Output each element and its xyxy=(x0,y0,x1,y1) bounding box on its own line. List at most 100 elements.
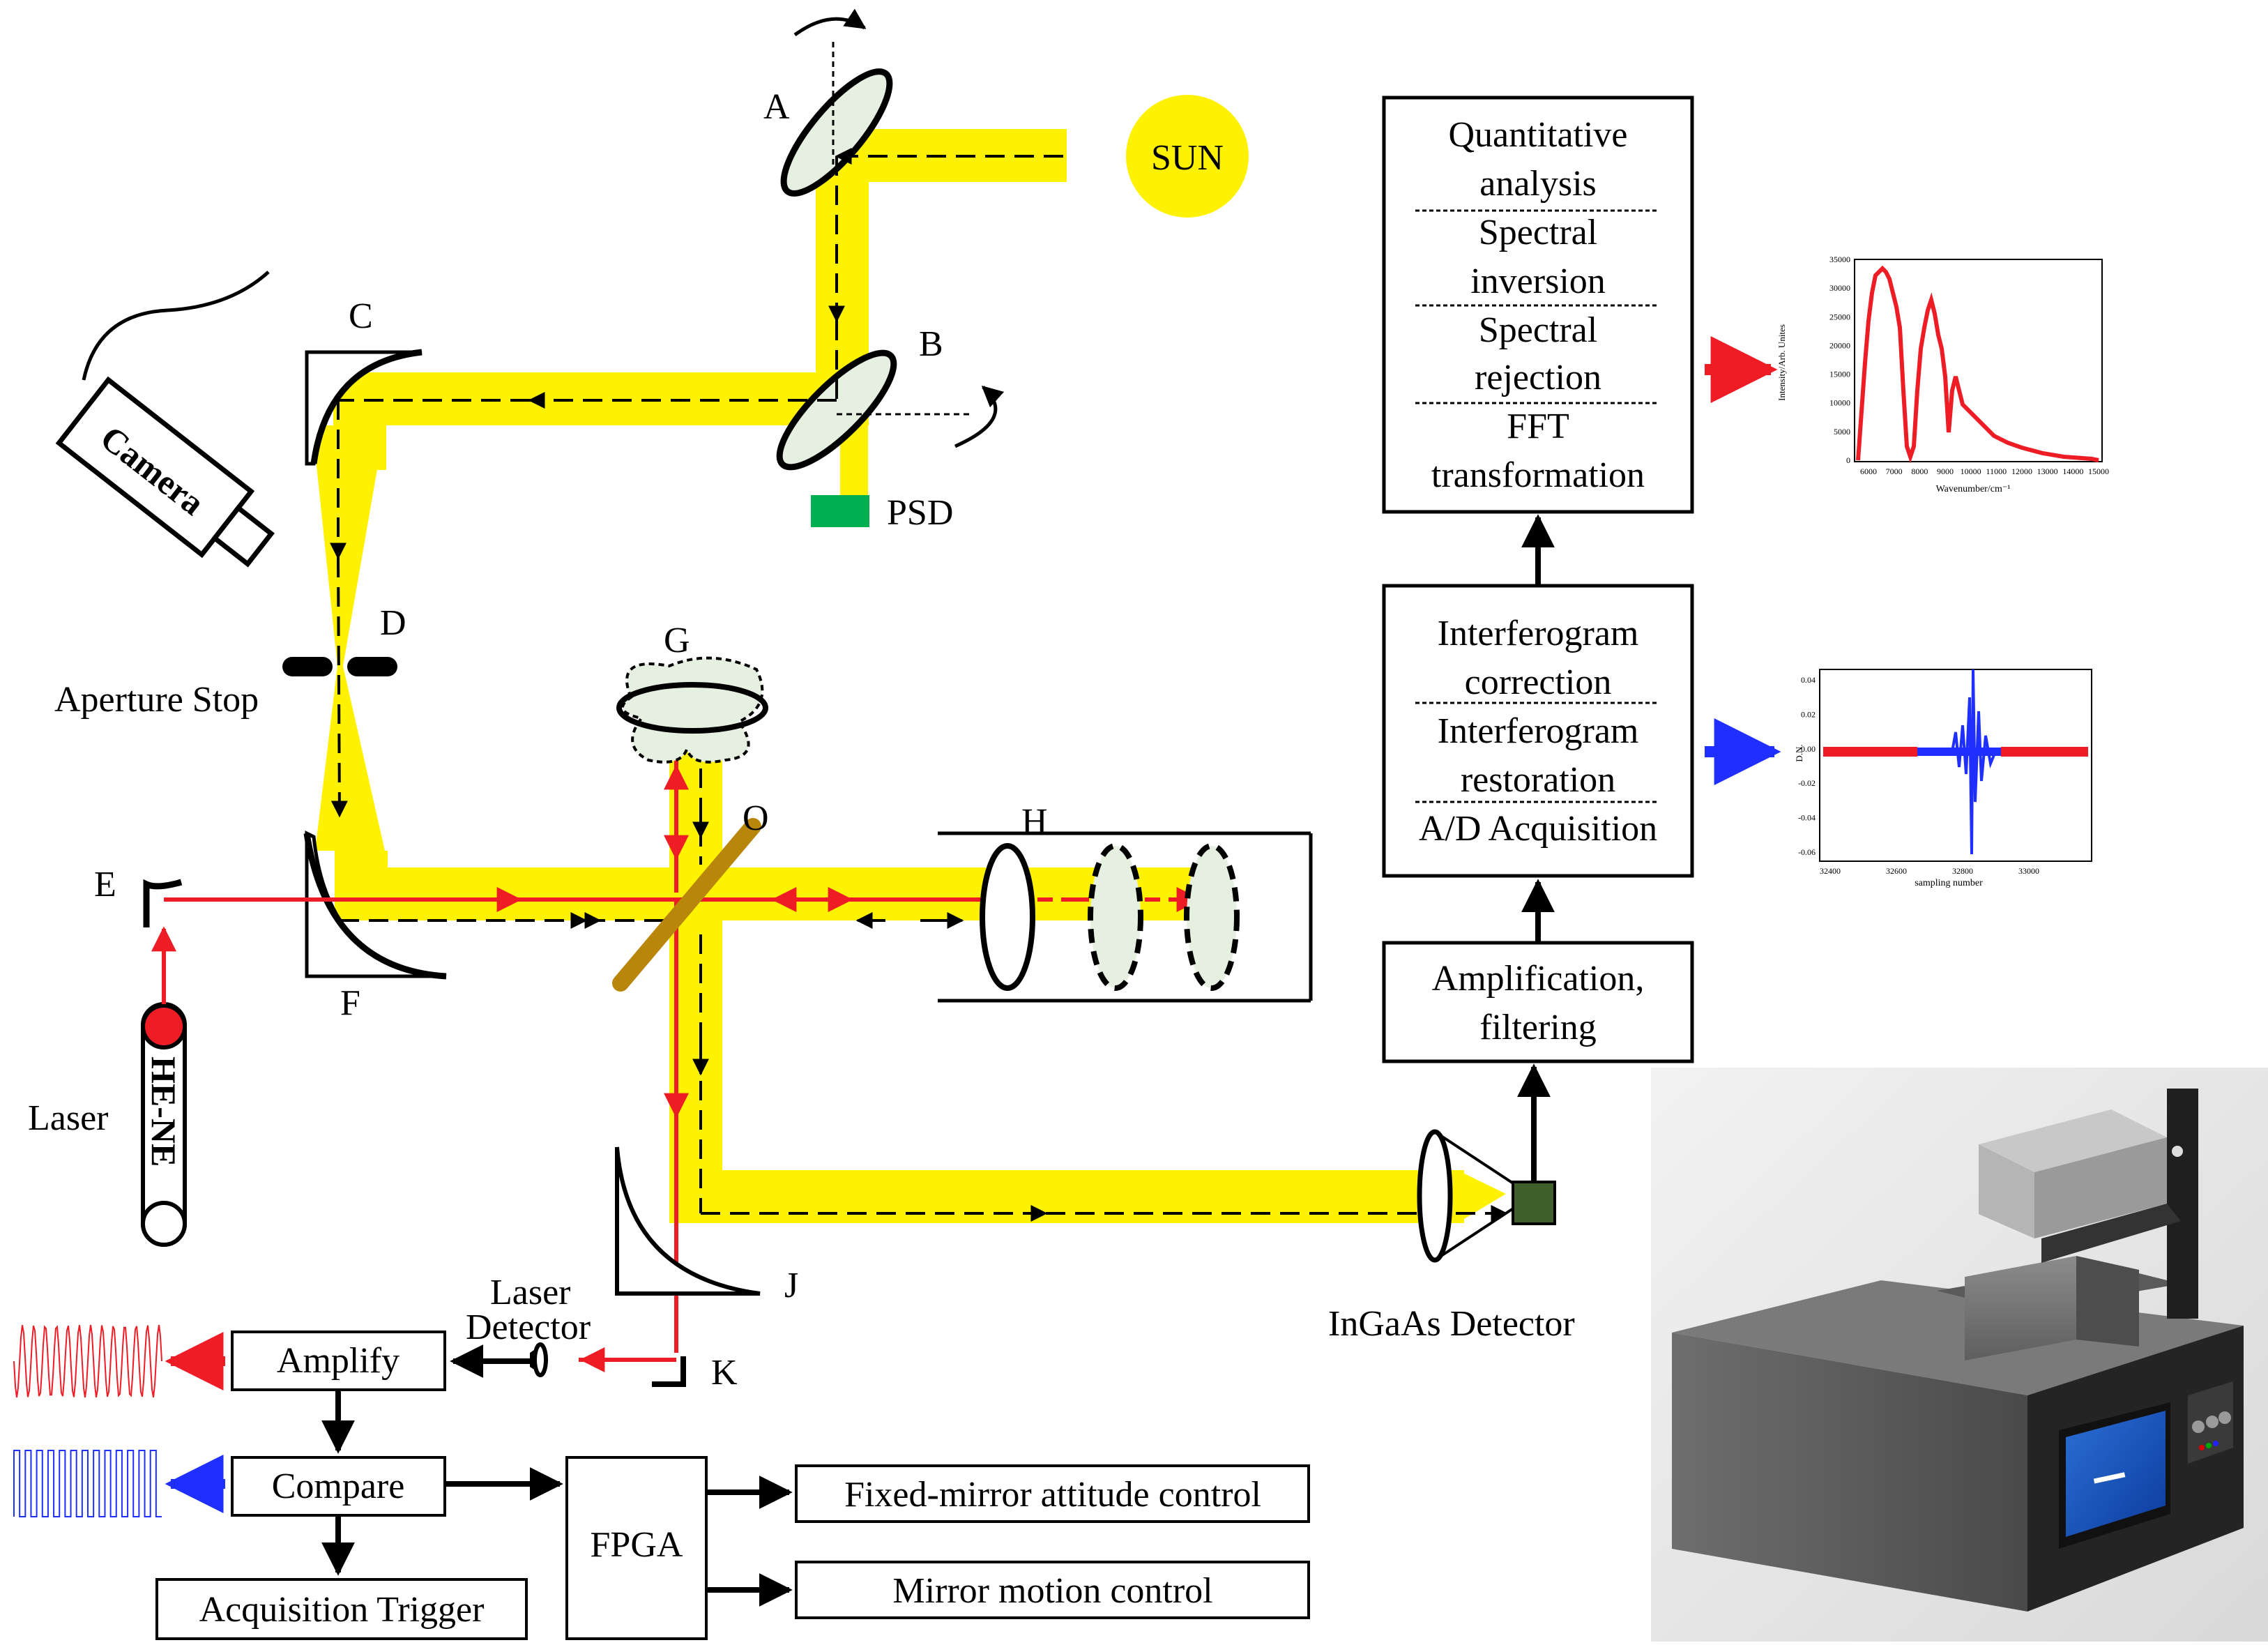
proc-line-3: Spectral xyxy=(1479,213,1597,252)
intf-line-5: A/D Acquisition xyxy=(1419,809,1657,849)
mirror-motion-box: Mirror motion control xyxy=(795,1561,1310,1619)
intf-xticks-label: 32800 xyxy=(1952,866,1973,876)
laser-label: Laser xyxy=(28,1098,108,1138)
acquisition-trigger-label: Acquisition Trigger xyxy=(199,1590,485,1630)
spec-yticks-label: 20000 xyxy=(1829,340,1850,350)
label-h: H xyxy=(1021,802,1048,842)
ingaas-label: InGaAs Detector xyxy=(1328,1304,1575,1344)
intf-yticks-label: 0.04 xyxy=(1801,675,1816,685)
interferogram-box: Interferogram correction Interferogram r… xyxy=(1382,584,1694,878)
fpga-box: FPGA xyxy=(565,1456,708,1640)
intf-yticks-label: -0.02 xyxy=(1798,778,1816,788)
proc-line-4: inversion xyxy=(1470,261,1606,301)
intf-yticks-label: -0.06 xyxy=(1798,847,1816,857)
label-g: G xyxy=(664,621,690,660)
beamsplitter-o: O xyxy=(612,798,769,992)
interferogram-ylabel: D.N. xyxy=(1794,744,1804,761)
interferogram-plot: D.N. sampling number 0.040.020.00-0.02-0… xyxy=(1794,669,2092,888)
amplify-box: Amplify xyxy=(231,1331,446,1391)
spec-xticks-label: 15000 xyxy=(2088,467,2109,476)
mirror-b: B xyxy=(776,324,1005,471)
intf-line-2: correction xyxy=(1465,662,1612,702)
spec-yticks-label: 25000 xyxy=(1829,312,1850,321)
spec-xticks-label: 10000 xyxy=(1961,467,1981,476)
label-j: J xyxy=(784,1266,798,1305)
intf-xticks-label: 32600 xyxy=(1886,866,1907,876)
proc-line-6: rejection xyxy=(1475,358,1601,397)
processing-box: Quantitative analysis Spectral inversion… xyxy=(1382,96,1694,514)
spectrum-yticks: 35000 30000 25000 20000 15000 10000 5000 0 xyxy=(1829,255,1850,465)
amplify-label: Amplify xyxy=(277,1341,399,1381)
spec-yticks-label: 15000 xyxy=(1829,370,1850,379)
spec-xticks-label: 9000 xyxy=(1937,467,1954,476)
intf-line-3: Interferogram xyxy=(1438,711,1639,751)
spec-xticks-label: 8000 xyxy=(1911,467,1928,476)
mirror-f: F xyxy=(303,830,447,1023)
mirror-a: A xyxy=(763,8,893,197)
spec-xticks-label: 11000 xyxy=(1986,467,2007,476)
fpga-label: FPGA xyxy=(591,1525,683,1565)
amplification-box: Amplification, filtering xyxy=(1382,941,1694,1063)
instrument-photo xyxy=(1651,1068,2268,1642)
mirror-motion-label: Mirror motion control xyxy=(892,1571,1212,1611)
interferogram-xlabel: sampling number xyxy=(1915,878,1983,888)
label-e: E xyxy=(94,865,116,904)
mirror-j: J xyxy=(615,1146,798,1305)
spec-yticks-label: 5000 xyxy=(1834,427,1850,437)
spectrum-plot: Intensity/Arb. Unites Wavenumber/cm⁻¹ 35… xyxy=(1776,255,2109,494)
compare-box: Compare xyxy=(231,1456,446,1517)
sunlight-beam xyxy=(312,129,1506,1223)
laser-detector: Laser Detector xyxy=(466,1273,591,1377)
control-flow-arrows xyxy=(321,1344,793,1607)
proc-line-8: transformation xyxy=(1431,455,1645,495)
processing-flow-arrows xyxy=(1517,514,1555,1182)
laser-detector-label-1: Laser xyxy=(490,1273,570,1312)
spec-yticks-label: 10000 xyxy=(1829,398,1850,408)
moving-mirror-h: H xyxy=(938,802,1313,1003)
label-c: C xyxy=(349,296,373,336)
mirror-e: E xyxy=(94,865,183,927)
interferogram-xticks: 32400 32600 32800 33000 xyxy=(1820,866,2039,876)
intf-yticks-label: -0.04 xyxy=(1798,813,1816,823)
proc-line-5: Spectral xyxy=(1479,310,1597,350)
spectrum-xlabel: Wavenumber/cm⁻¹ xyxy=(1936,484,2011,494)
spec-xticks-label: 12000 xyxy=(2011,467,2032,476)
spec-yticks-label: 30000 xyxy=(1829,283,1850,293)
amp-line-1: Amplification, xyxy=(1432,959,1645,999)
he-ne-laser: HE-NE Laser xyxy=(28,1002,187,1247)
intf-yticks-label: 0.02 xyxy=(1801,709,1816,719)
aperture-stop-d: D Aperture Stop xyxy=(54,603,406,720)
square-waveform xyxy=(13,1450,162,1517)
label-k: K xyxy=(711,1353,738,1393)
intf-line-1: Interferogram xyxy=(1438,614,1639,653)
amp-line-2: filtering xyxy=(1479,1008,1597,1047)
ingaas-detector: InGaAs Detector xyxy=(1328,1129,1575,1344)
spec-yticks-label: 35000 xyxy=(1829,255,1850,264)
mirror-k: K xyxy=(652,1353,738,1393)
psd-label: PSD xyxy=(887,493,953,533)
proc-line-7: FFT xyxy=(1507,407,1569,446)
spec-xticks-label: 7000 xyxy=(1886,467,1903,476)
fixed-mirror-box: Fixed-mirror attitude control xyxy=(795,1464,1310,1523)
beam-direction-arrows xyxy=(330,148,1508,1222)
laser-detector-label-2: Detector xyxy=(466,1307,591,1347)
proc-line-1: Quantitative xyxy=(1448,115,1627,155)
label-f: F xyxy=(340,983,360,1023)
label-d: D xyxy=(380,603,406,643)
compare-label: Compare xyxy=(272,1466,405,1506)
camera: Camera xyxy=(55,271,275,568)
aperture-stop-label: Aperture Stop xyxy=(54,680,259,720)
intf-xticks-label: 32400 xyxy=(1820,866,1841,876)
fixed-mirror-label: Fixed-mirror attitude control xyxy=(844,1475,1261,1515)
spec-yticks-label: 0 xyxy=(1846,455,1850,465)
spec-xticks-label: 6000 xyxy=(1860,467,1877,476)
spectrum-ylabel: Intensity/Arb. Unites xyxy=(1776,324,1787,401)
intf-xticks-label: 33000 xyxy=(2018,866,2039,876)
he-ne-label: HE-NE xyxy=(144,1056,183,1167)
label-b: B xyxy=(919,324,943,364)
spec-xticks-label: 14000 xyxy=(2062,467,2083,476)
sun: SUN xyxy=(1126,95,1249,218)
mirror-g: G xyxy=(616,621,768,764)
